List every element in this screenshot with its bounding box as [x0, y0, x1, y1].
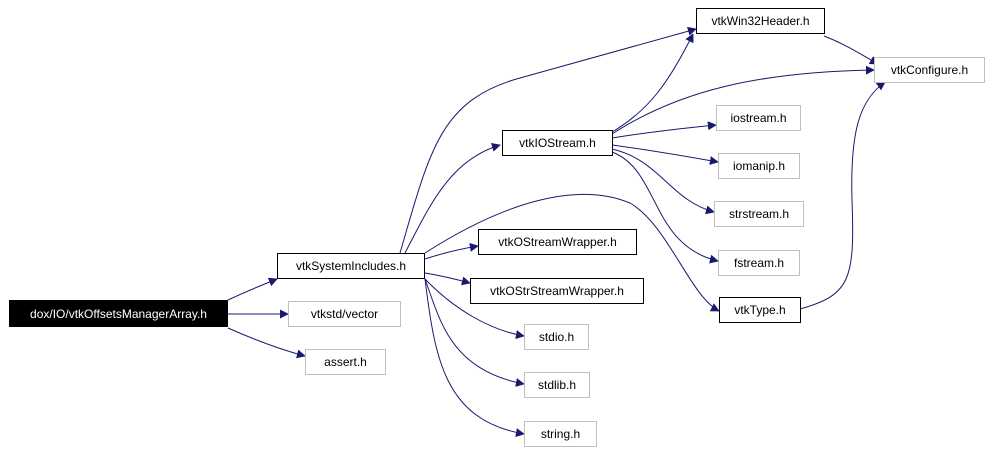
edge-root-to-assert: [227, 327, 306, 359]
edge-win32-header-to-configure: [823, 35, 879, 65]
edge-system-includes-to-stdlib: [424, 278, 525, 387]
node-vtk-type[interactable]: vtkType.h: [719, 297, 801, 323]
node-stdlib-h[interactable]: stdlib.h: [524, 372, 590, 398]
node-root-file[interactable]: dox/IO/vtkOffsetsManagerArray.h: [9, 300, 228, 327]
edge-type-to-configure: [799, 81, 886, 310]
edge-system-includes-to-stdio: [424, 278, 525, 340]
node-iomanip-h[interactable]: iomanip.h: [718, 153, 800, 179]
node-vtk-io-stream[interactable]: vtkIOStream.h: [502, 130, 613, 156]
node-string-h[interactable]: string.h: [524, 421, 597, 447]
edge-io-stream-to-strstream: [611, 148, 715, 215]
edge-system-includes-to-win32-header: [399, 26, 697, 254]
edge-system-includes-to-io-stream: [404, 143, 501, 254]
edge-system-includes-to-string: [424, 278, 525, 438]
edge-io-stream-to-iostream: [611, 121, 717, 139]
edge-system-includes-to-type: [424, 193, 720, 312]
node-iostream-h[interactable]: iostream.h: [716, 105, 801, 131]
node-stdio-h[interactable]: stdio.h: [524, 324, 589, 350]
edge-io-stream-to-configure: [611, 65, 875, 135]
node-vtk-ostrstream-wrapper[interactable]: vtkOStrStreamWrapper.h: [470, 278, 644, 304]
edge-system-includes-to-ostream-wrapper: [424, 242, 479, 260]
edge-io-stream-to-fstream: [611, 151, 719, 264]
edge-io-stream-to-win32-header: [611, 33, 694, 133]
node-vtk-win32-header[interactable]: vtkWin32Header.h: [696, 8, 825, 34]
edge-system-includes-to-ostrstream-wrapper: [424, 272, 471, 286]
node-vtk-system-includes[interactable]: vtkSystemIncludes.h: [277, 253, 425, 279]
node-strstream-h[interactable]: strstream.h: [714, 201, 804, 227]
edge-root-to-system-includes: [227, 277, 278, 301]
node-vtk-ostream-wrapper[interactable]: vtkOStreamWrapper.h: [478, 229, 637, 255]
node-vtkstd-vector[interactable]: vtkstd/vector: [288, 301, 401, 327]
node-fstream-h[interactable]: fstream.h: [718, 250, 800, 276]
node-vtk-configure[interactable]: vtkConfigure.h: [874, 57, 985, 83]
node-assert-h[interactable]: assert.h: [305, 349, 386, 375]
edge-io-stream-to-iomanip: [611, 144, 719, 166]
